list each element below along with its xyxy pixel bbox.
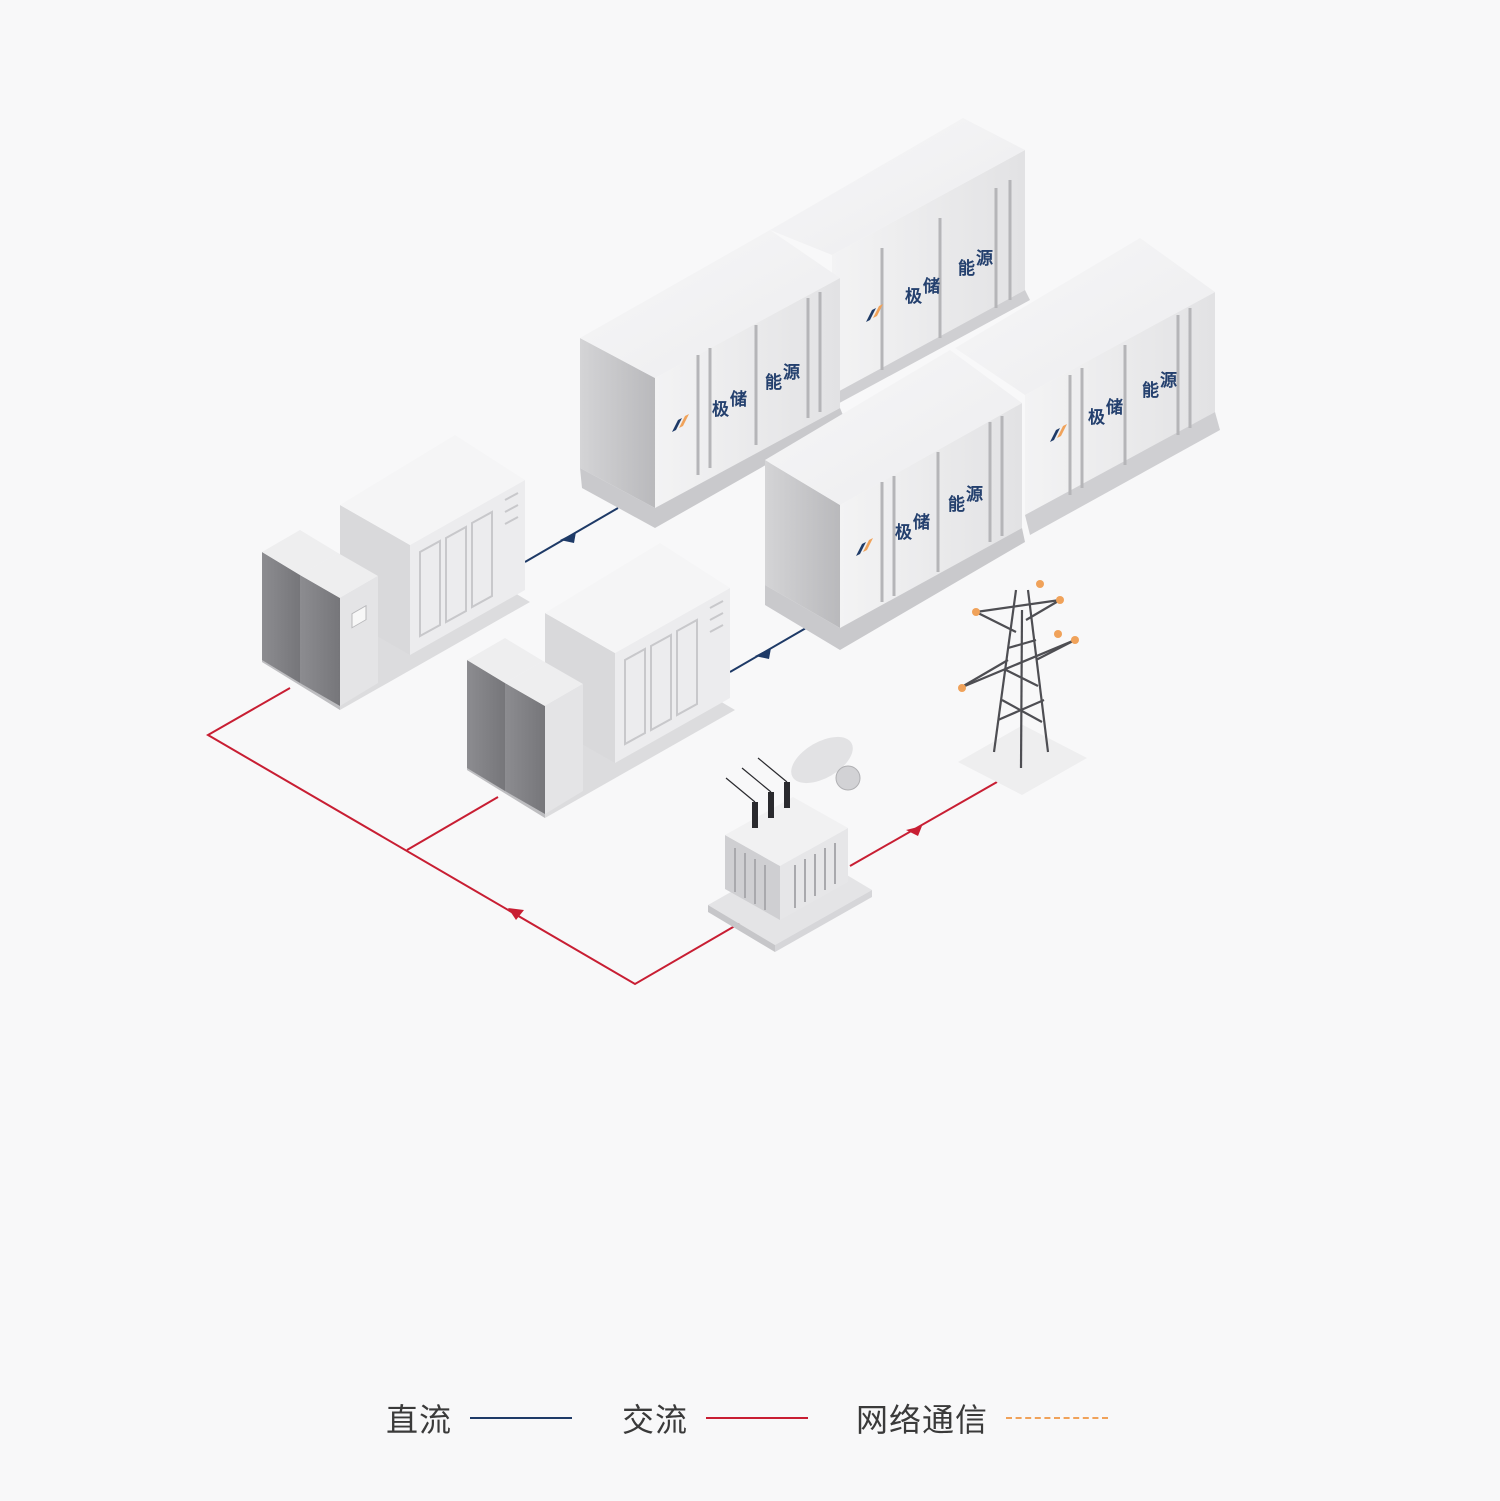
container-text-front: 极 储 能 源	[895, 484, 983, 543]
ac-arrow-1	[508, 908, 524, 920]
container-text-back-left: 极 储 能 源	[712, 362, 800, 420]
dc-arrows	[560, 532, 771, 659]
dc-arrow-2	[755, 648, 771, 659]
system-diagram: 极 储 能 源 极 储 能 源 极 储 能 源 极 储 能 源	[206, 118, 1220, 986]
ac-wiring	[206, 687, 998, 986]
container-char: 能	[948, 494, 965, 515]
legend-label-network: 网络通信	[856, 1401, 989, 1439]
container-char: 储	[913, 512, 930, 533]
legend: 直流 交流 网络通信	[0, 1392, 1500, 1444]
container-char: 源	[966, 484, 983, 505]
container-char: 源	[783, 362, 800, 383]
dc-arrow-1	[560, 532, 576, 543]
brand-logo-icon	[672, 304, 1067, 556]
battery-container	[770, 118, 1030, 407]
transformer-icon	[708, 736, 872, 952]
transmission-tower-icon	[958, 580, 1087, 795]
container-char: 能	[765, 372, 782, 393]
ac-arrow-2	[906, 826, 922, 836]
container-text-back-right: 极 储 能 源	[905, 248, 993, 307]
container-text-right: 极 储 能 源	[1088, 370, 1177, 428]
legend-label-dc: 直流	[386, 1401, 453, 1439]
legend-label-ac: 交流	[622, 1401, 689, 1439]
container-char: 储	[1106, 397, 1123, 418]
ac-arrows	[508, 826, 922, 920]
container-char: 能	[1142, 380, 1159, 401]
container-char: 极	[1088, 408, 1105, 428]
legend-item-network: 网络通信	[856, 1392, 1109, 1444]
container-char: 储	[730, 389, 747, 410]
container-char: 极	[895, 523, 912, 543]
pcs-unit-1	[262, 435, 530, 710]
legend-line-dc	[470, 1417, 573, 1419]
container-char: 源	[1160, 370, 1177, 391]
container-char: 源	[976, 248, 993, 269]
battery-container	[955, 238, 1220, 535]
container-char: 极	[905, 287, 922, 307]
legend-line-network	[1006, 1417, 1109, 1419]
legend-item-ac: 交流	[622, 1392, 809, 1444]
container-char: 能	[958, 258, 975, 279]
battery-container	[765, 350, 1025, 650]
legend-item-dc: 直流	[386, 1392, 573, 1444]
pcs-unit-2	[467, 543, 735, 818]
battery-container	[580, 230, 845, 528]
container-char: 极	[712, 400, 729, 420]
container-char: 储	[923, 276, 940, 297]
legend-line-ac	[706, 1417, 809, 1419]
